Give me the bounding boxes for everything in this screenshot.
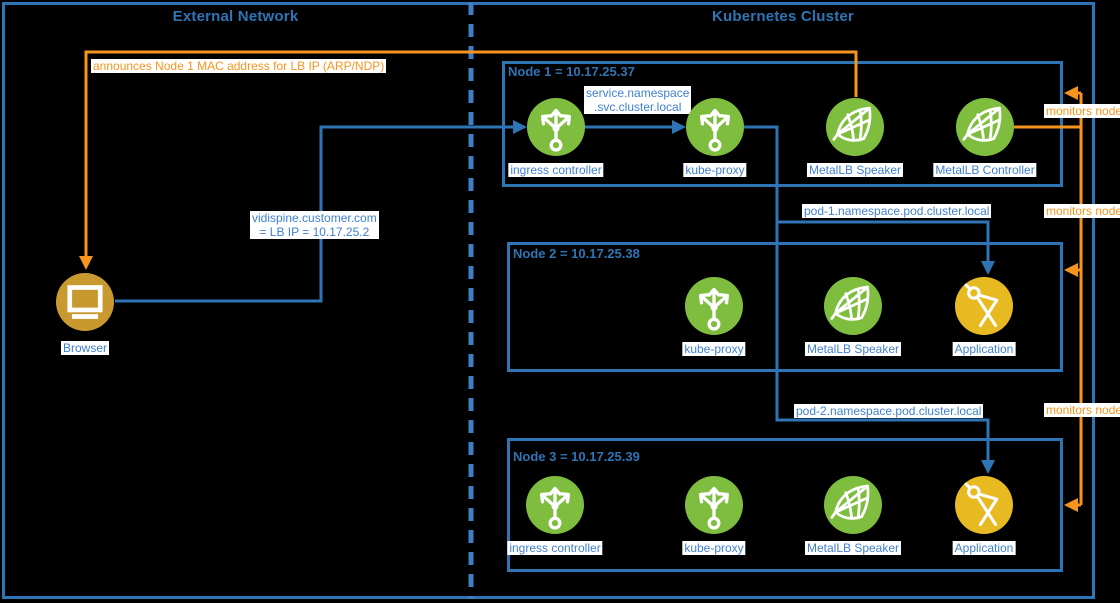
browser-circle	[56, 273, 114, 331]
node1-box	[502, 61, 1063, 187]
arrowhead-monitors-node1	[1064, 86, 1078, 100]
service-fork-icon	[527, 98, 585, 156]
arp-announce-connector	[84, 50, 858, 256]
node3-title: Node 3 = 10.17.25.39	[513, 449, 640, 464]
node3-ingress-label: ingress controller	[507, 541, 603, 555]
node2-application-circle	[955, 277, 1013, 335]
kubeproxy-to-pods-connector	[744, 125, 990, 460]
arrowhead-monitors-node3	[1064, 498, 1078, 512]
diagram-outer-border	[2, 2, 1095, 599]
arrowhead-into-kubeproxy	[672, 120, 686, 134]
monitor-icon	[56, 273, 114, 331]
metallb-net-icon	[956, 98, 1014, 156]
node2-title: Node 2 = 10.17.25.38	[513, 246, 640, 261]
external-network-title: External Network	[172, 8, 299, 25]
arrowhead-into-browser	[79, 256, 93, 270]
node1-title: Node 1 = 10.17.25.37	[508, 64, 635, 79]
compass-icon	[955, 476, 1013, 534]
node1-ingress-circle	[527, 98, 585, 156]
service-fork-icon	[526, 476, 584, 534]
monitors-node3-label: monitors node	[1044, 403, 1120, 417]
monitors-node1-label: monitors node	[1044, 104, 1120, 118]
node1-ingress-label: ingress controller	[508, 163, 604, 177]
node2-box	[507, 242, 1063, 372]
service-dns-label-line1: service.namespace	[586, 86, 690, 100]
service-fork-icon	[685, 277, 743, 335]
node2-speaker-circle	[824, 277, 882, 335]
node2-application-label: Application	[952, 342, 1016, 356]
node1-speaker-label: MetalLB Speaker	[806, 163, 904, 177]
lb-dns-label-line1: vidispine.customer.com	[252, 211, 377, 225]
pod1-dns-label: pod-1.namespace.pod.cluster.local	[802, 204, 992, 218]
node3-speaker-circle	[824, 476, 882, 534]
arrowhead-into-node2-application	[981, 261, 995, 275]
node2-kubeproxy-circle	[685, 277, 743, 335]
arrowhead-monitors-node2	[1064, 263, 1078, 277]
node1-controller-circle	[956, 98, 1014, 156]
node1-kubeproxy-circle	[686, 98, 744, 156]
metallb-net-icon	[826, 98, 884, 156]
lb-dns-label: vidispine.customer.com = LB IP = 10.17.2…	[250, 211, 379, 239]
node3-ingress-circle	[526, 476, 584, 534]
compass-icon	[955, 277, 1013, 335]
node3-application-label: Application	[952, 541, 1016, 555]
node1-kubeproxy-label: kube-proxy	[683, 163, 747, 177]
node3-kubeproxy-circle	[685, 476, 743, 534]
node3-application-circle	[955, 476, 1013, 534]
browser-label: Browser	[60, 341, 110, 355]
node2-kubeproxy-label: kube-proxy	[682, 342, 746, 356]
kubernetes-cluster-title: Kubernetes Cluster	[712, 8, 854, 25]
service-dns-label-line2: .svc.cluster.local	[594, 100, 682, 114]
service-dns-label: service.namespace .svc.cluster.local	[584, 86, 692, 114]
node1-controller-label: MetalLB Controller	[933, 163, 1037, 177]
node3-kubeproxy-label: kube-proxy	[682, 541, 746, 555]
controller-monitors-connector	[1014, 91, 1083, 507]
metallb-net-icon	[824, 277, 882, 335]
service-fork-icon	[686, 98, 744, 156]
service-fork-icon	[685, 476, 743, 534]
pod2-dns-label: pod-2.namespace.pod.cluster.local	[794, 404, 984, 418]
node3-speaker-label: MetalLB Speaker	[804, 541, 902, 555]
node1-speaker-circle	[826, 98, 884, 156]
metallb-net-icon	[824, 476, 882, 534]
node3-box	[507, 438, 1063, 572]
arp-announce-label: announces Node 1 MAC address for LB IP (…	[91, 59, 387, 73]
arrowhead-into-node3-application	[981, 460, 995, 474]
lb-dns-label-line2: = LB IP = 10.17.25.2	[259, 225, 370, 239]
monitors-node2-label: monitors node	[1044, 204, 1120, 218]
node2-speaker-label: MetalLB Speaker	[804, 342, 902, 356]
arrowhead-into-ingress	[513, 120, 527, 134]
